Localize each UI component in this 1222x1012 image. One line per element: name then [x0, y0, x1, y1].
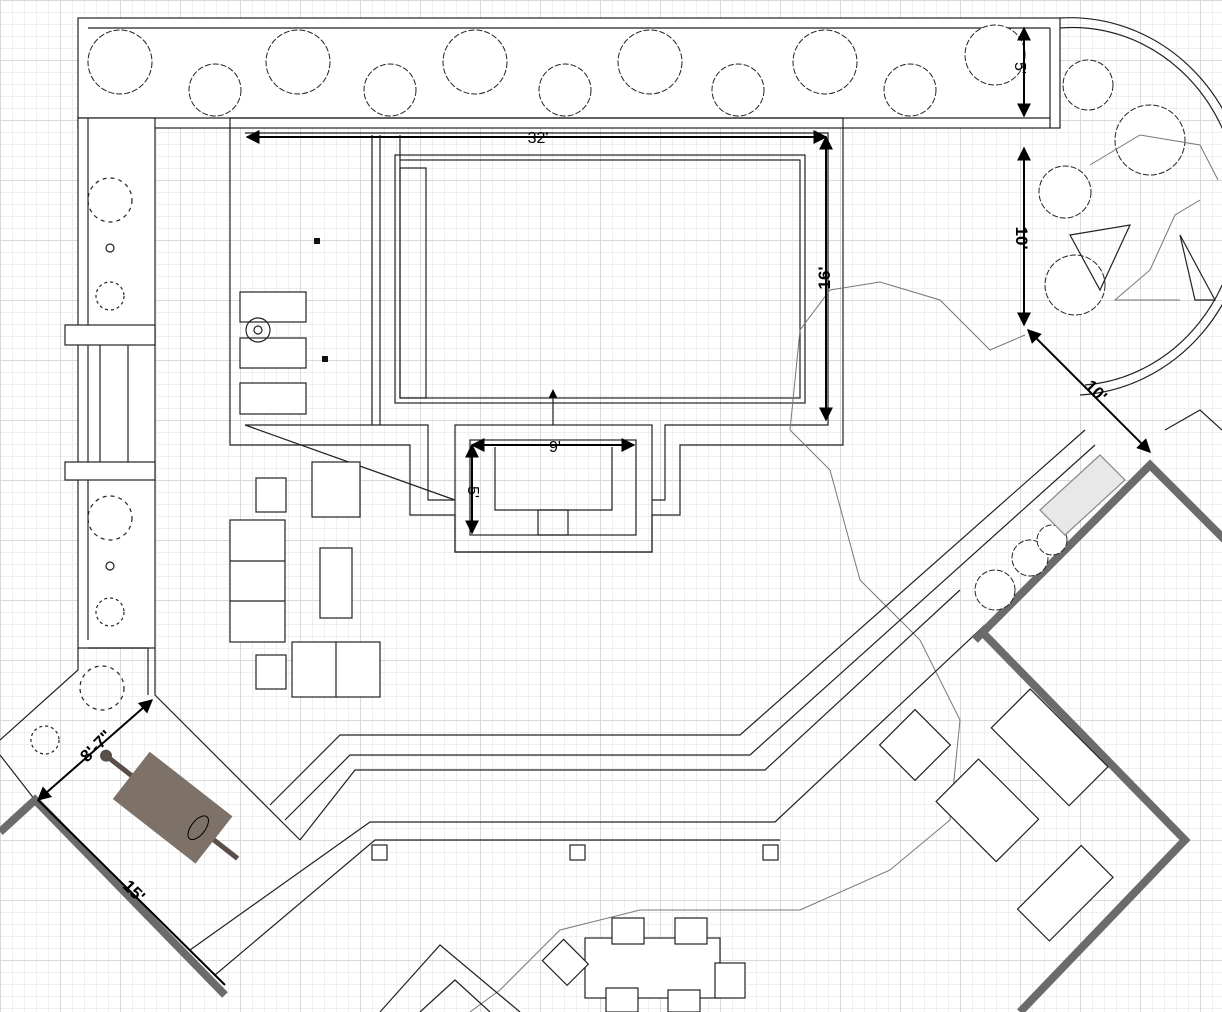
dim-garden-depth: 10' — [1012, 227, 1031, 250]
dimension-lines — [36, 26, 1151, 986]
boardwalk[interactable] — [189, 429, 1096, 1012]
dim-pool-width: 16' — [815, 267, 834, 290]
dim-path-length: 15' — [119, 876, 149, 906]
dim-planter-depth: 5' — [1011, 62, 1028, 74]
round-garden[interactable] — [1038, 17, 1222, 396]
lounge-chairs[interactable] — [239, 238, 328, 415]
dim-spa-length: 9' — [549, 439, 561, 456]
bench[interactable] — [83, 728, 256, 882]
interior-furniture[interactable] — [541, 454, 1126, 1012]
dim-pool-length: 32' — [528, 130, 549, 147]
left-planter[interactable] — [64, 117, 156, 649]
spa[interactable] — [454, 389, 653, 553]
dim-garden-radius: 10' — [1081, 376, 1111, 406]
grading-contour — [469, 281, 1026, 1012]
corner-planter — [0, 647, 301, 841]
pool[interactable] — [394, 135, 806, 404]
patio-furniture[interactable] — [229, 461, 381, 698]
house-walls — [0, 409, 1222, 1012]
planter-trees — [87, 24, 1026, 117]
dim-spa-width: 5' — [464, 486, 481, 498]
